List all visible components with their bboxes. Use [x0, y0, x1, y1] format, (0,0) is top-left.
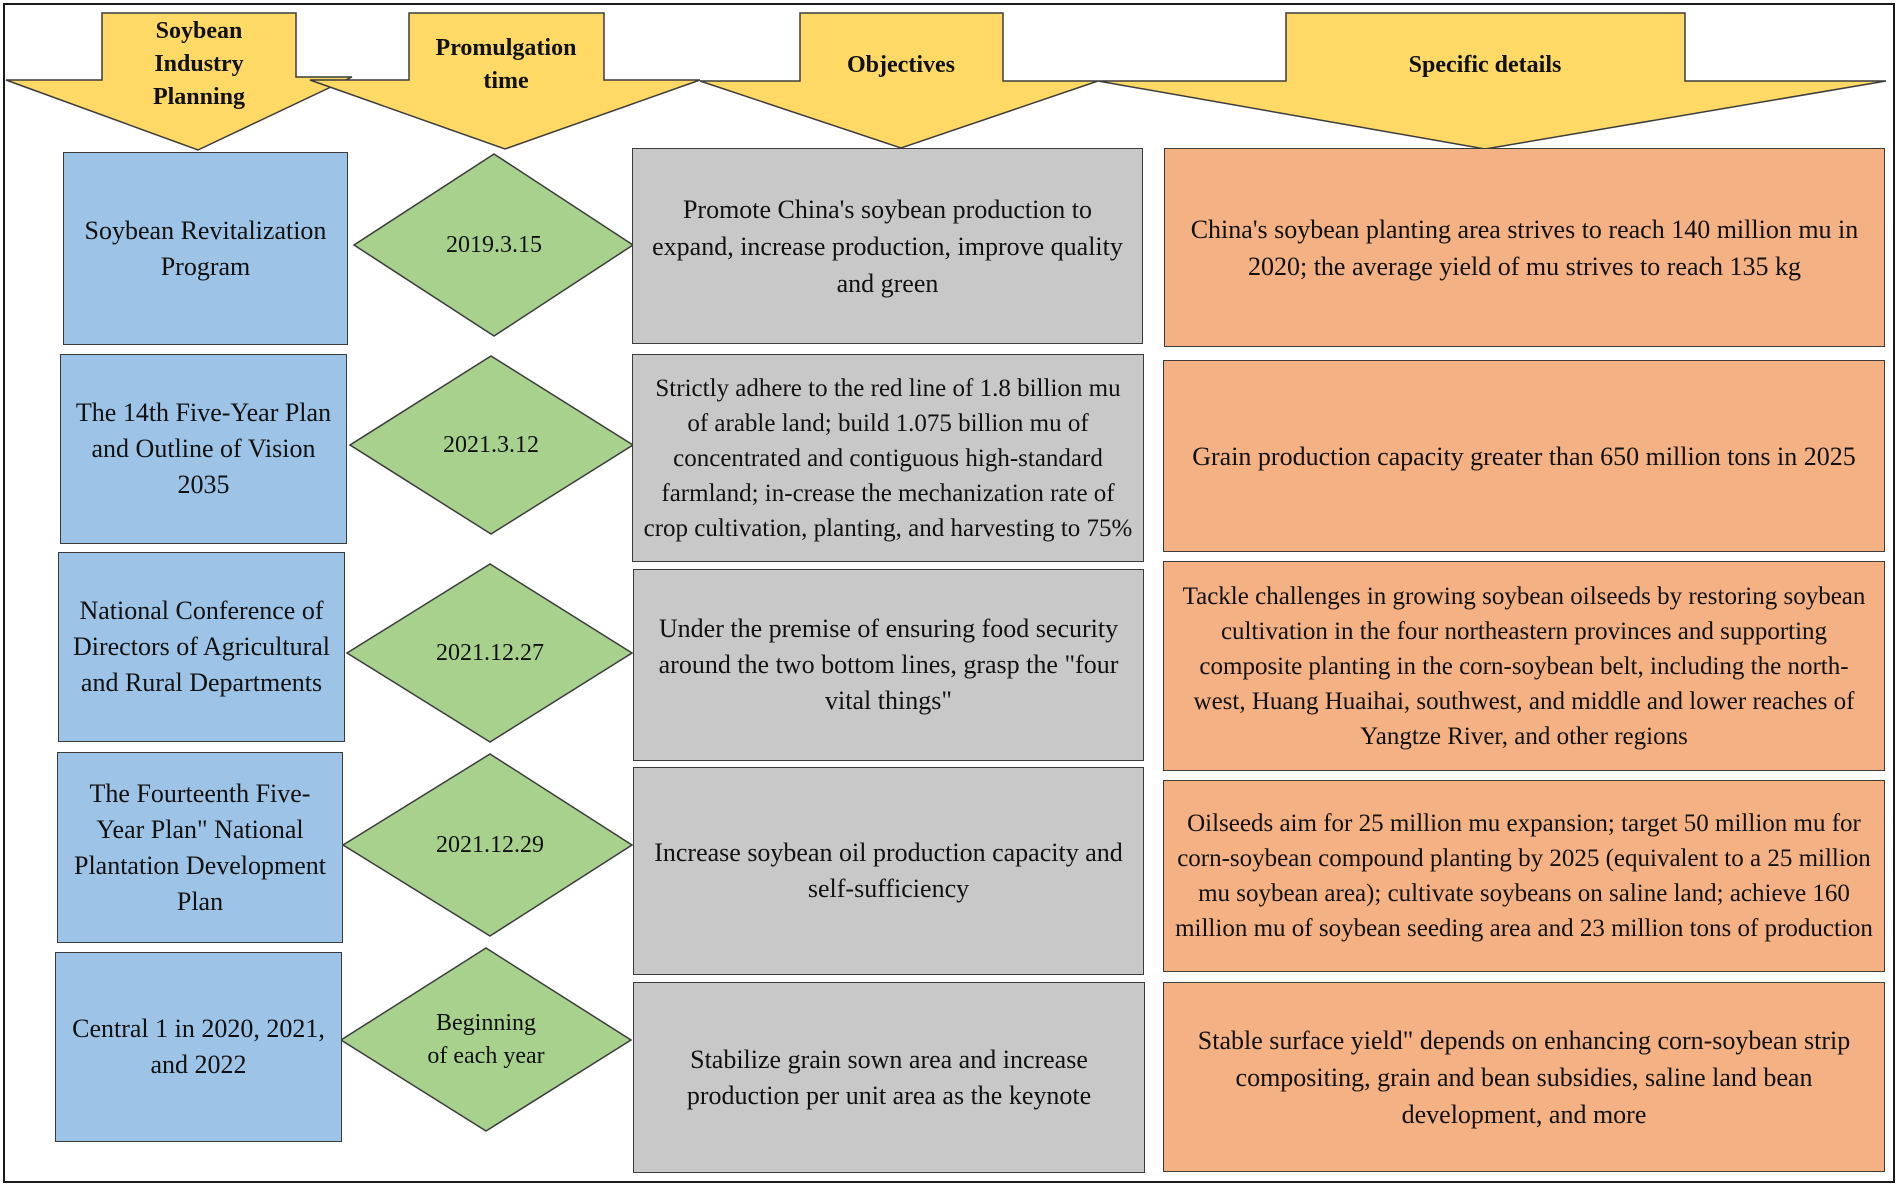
time-diamond-5 [339, 947, 633, 1132]
objective-cell-5: Stabilize grain sown area and increase p… [633, 982, 1145, 1173]
header-objectives: Objectives [847, 51, 955, 78]
planning-cell-5: Central 1 in 2020, 2021, and 2022 [55, 952, 342, 1142]
objective-cell-4: Increase soybean oil production capacity… [633, 767, 1144, 975]
time-label-3: 2021.12.27 [436, 639, 544, 666]
time-diamond-2 [348, 355, 635, 535]
detail-cell-2: Grain production capacity greater than 6… [1163, 360, 1885, 552]
planning-cell-3: National Conference of Directors of Agri… [58, 552, 345, 742]
header-arrow-objectives [699, 12, 1099, 149]
time-diamond-1 [352, 153, 635, 337]
objective-cell-1: Promote China's soybean production to ex… [632, 148, 1143, 344]
planning-cell-2: The 14th Five-Year Plan and Outline of V… [60, 354, 347, 544]
header-arrow-planning [5, 12, 353, 151]
header-arrow-details [1097, 12, 1887, 150]
detail-cell-4: Oilseeds aim for 25 million mu expansion… [1163, 780, 1885, 972]
diagram-frame [3, 3, 1895, 1183]
time-label-4: 2021.12.29 [436, 831, 544, 858]
planning-cell-1: Soybean Revitalization Program [63, 152, 348, 345]
header-planning: Soybean Industry Planning [152, 17, 246, 110]
time-diamond-3 [345, 563, 634, 743]
time-diamond-4 [341, 753, 634, 937]
time-label-1: 2019.3.15 [446, 231, 542, 258]
detail-cell-5: Stable surface yield" depends on enhanci… [1163, 982, 1885, 1172]
detail-cell-3: Tackle challenges in growing soybean oil… [1163, 561, 1885, 771]
header-arrow-time [309, 12, 701, 150]
time-label-5: Beginning of each year [427, 1010, 545, 1069]
header-time: Promulgation time [435, 35, 577, 94]
detail-cell-1: China's soybean planting area strives to… [1164, 148, 1885, 347]
objective-cell-2: Strictly adhere to the red line of 1.8 b… [632, 354, 1144, 562]
header-details: Specific details [1408, 51, 1562, 78]
time-label-2: 2021.3.12 [443, 431, 539, 458]
planning-cell-4: The Fourteenth Five-Year Plan" National … [57, 752, 343, 943]
objective-cell-3: Under the premise of ensuring food secur… [633, 569, 1144, 761]
